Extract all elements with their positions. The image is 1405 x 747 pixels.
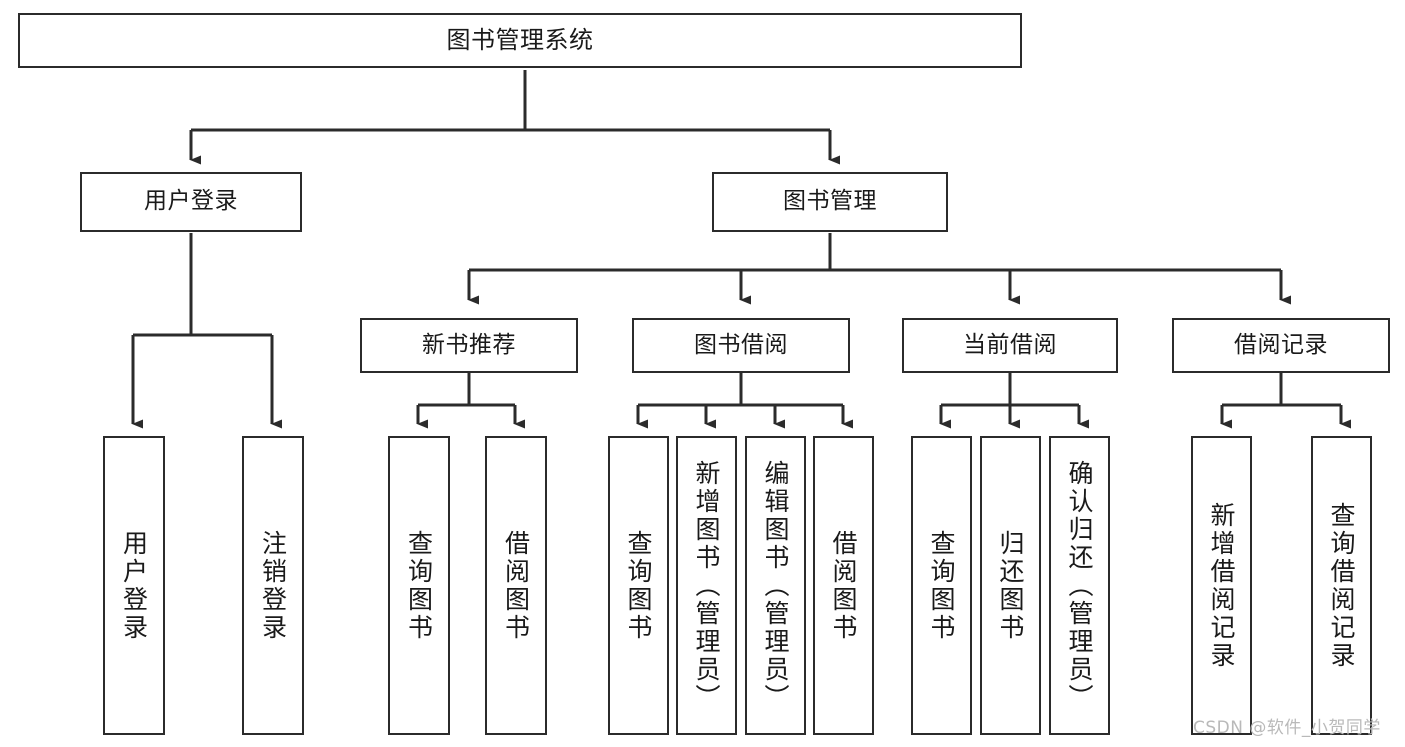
- node-label: 新增图书（管理员）: [692, 459, 721, 712]
- node-current-borrow[interactable]: 当前借阅: [902, 318, 1118, 373]
- node-root-system[interactable]: 图书管理系统: [18, 13, 1022, 68]
- node-leaf-borrow-book-1[interactable]: 借阅图书: [485, 436, 547, 735]
- node-label: 图书管理系统: [446, 26, 594, 55]
- node-label: 图书借阅: [694, 331, 788, 358]
- node-book-borrow[interactable]: 图书借阅: [632, 318, 850, 373]
- node-leaf-confirm-return[interactable]: 确认归还（管理员）: [1049, 436, 1110, 735]
- node-label: 借阅记录: [1234, 331, 1328, 358]
- node-book-manage[interactable]: 图书管理: [712, 172, 948, 232]
- node-label: 用户登录: [144, 188, 238, 215]
- node-label: 新书推荐: [422, 331, 516, 358]
- node-leaf-query-book-2[interactable]: 查询图书: [608, 436, 669, 735]
- node-label: 归还图书: [996, 529, 1025, 642]
- node-borrow-record[interactable]: 借阅记录: [1172, 318, 1390, 373]
- node-leaf-edit-book[interactable]: 编辑图书（管理员）: [745, 436, 806, 735]
- node-leaf-borrow-book-2[interactable]: 借阅图书: [813, 436, 874, 735]
- node-label: 当前借阅: [963, 331, 1057, 358]
- csdn-watermark: CSDN @软件_小贺同学: [1193, 718, 1381, 738]
- node-label: 图书管理: [783, 188, 877, 215]
- node-leaf-return-book[interactable]: 归还图书: [980, 436, 1041, 735]
- node-leaf-add-record[interactable]: 新增借阅记录: [1191, 436, 1252, 735]
- node-label: 查询图书: [927, 529, 956, 642]
- node-leaf-add-book[interactable]: 新增图书（管理员）: [676, 436, 737, 735]
- node-label: 查询图书: [404, 529, 434, 642]
- node-label: 注销登录: [258, 529, 288, 642]
- node-leaf-query-book-3[interactable]: 查询图书: [911, 436, 972, 735]
- node-label: 借阅图书: [829, 529, 858, 642]
- node-label: 借阅图书: [501, 529, 531, 642]
- node-user-login[interactable]: 用户登录: [80, 172, 302, 232]
- node-leaf-user-login[interactable]: 用户登录: [103, 436, 165, 735]
- node-label: 确认归还（管理员）: [1065, 459, 1094, 712]
- node-label: 编辑图书（管理员）: [761, 459, 790, 712]
- node-label: 用户登录: [119, 529, 149, 642]
- node-leaf-query-book-1[interactable]: 查询图书: [388, 436, 450, 735]
- node-leaf-query-record[interactable]: 查询借阅记录: [1311, 436, 1372, 735]
- node-label: 查询借阅记录: [1327, 501, 1356, 670]
- node-label: 新增借阅记录: [1207, 501, 1236, 670]
- node-label: 查询图书: [624, 529, 653, 642]
- node-leaf-logout-login[interactable]: 注销登录: [242, 436, 304, 735]
- node-new-book-recommend[interactable]: 新书推荐: [360, 318, 578, 373]
